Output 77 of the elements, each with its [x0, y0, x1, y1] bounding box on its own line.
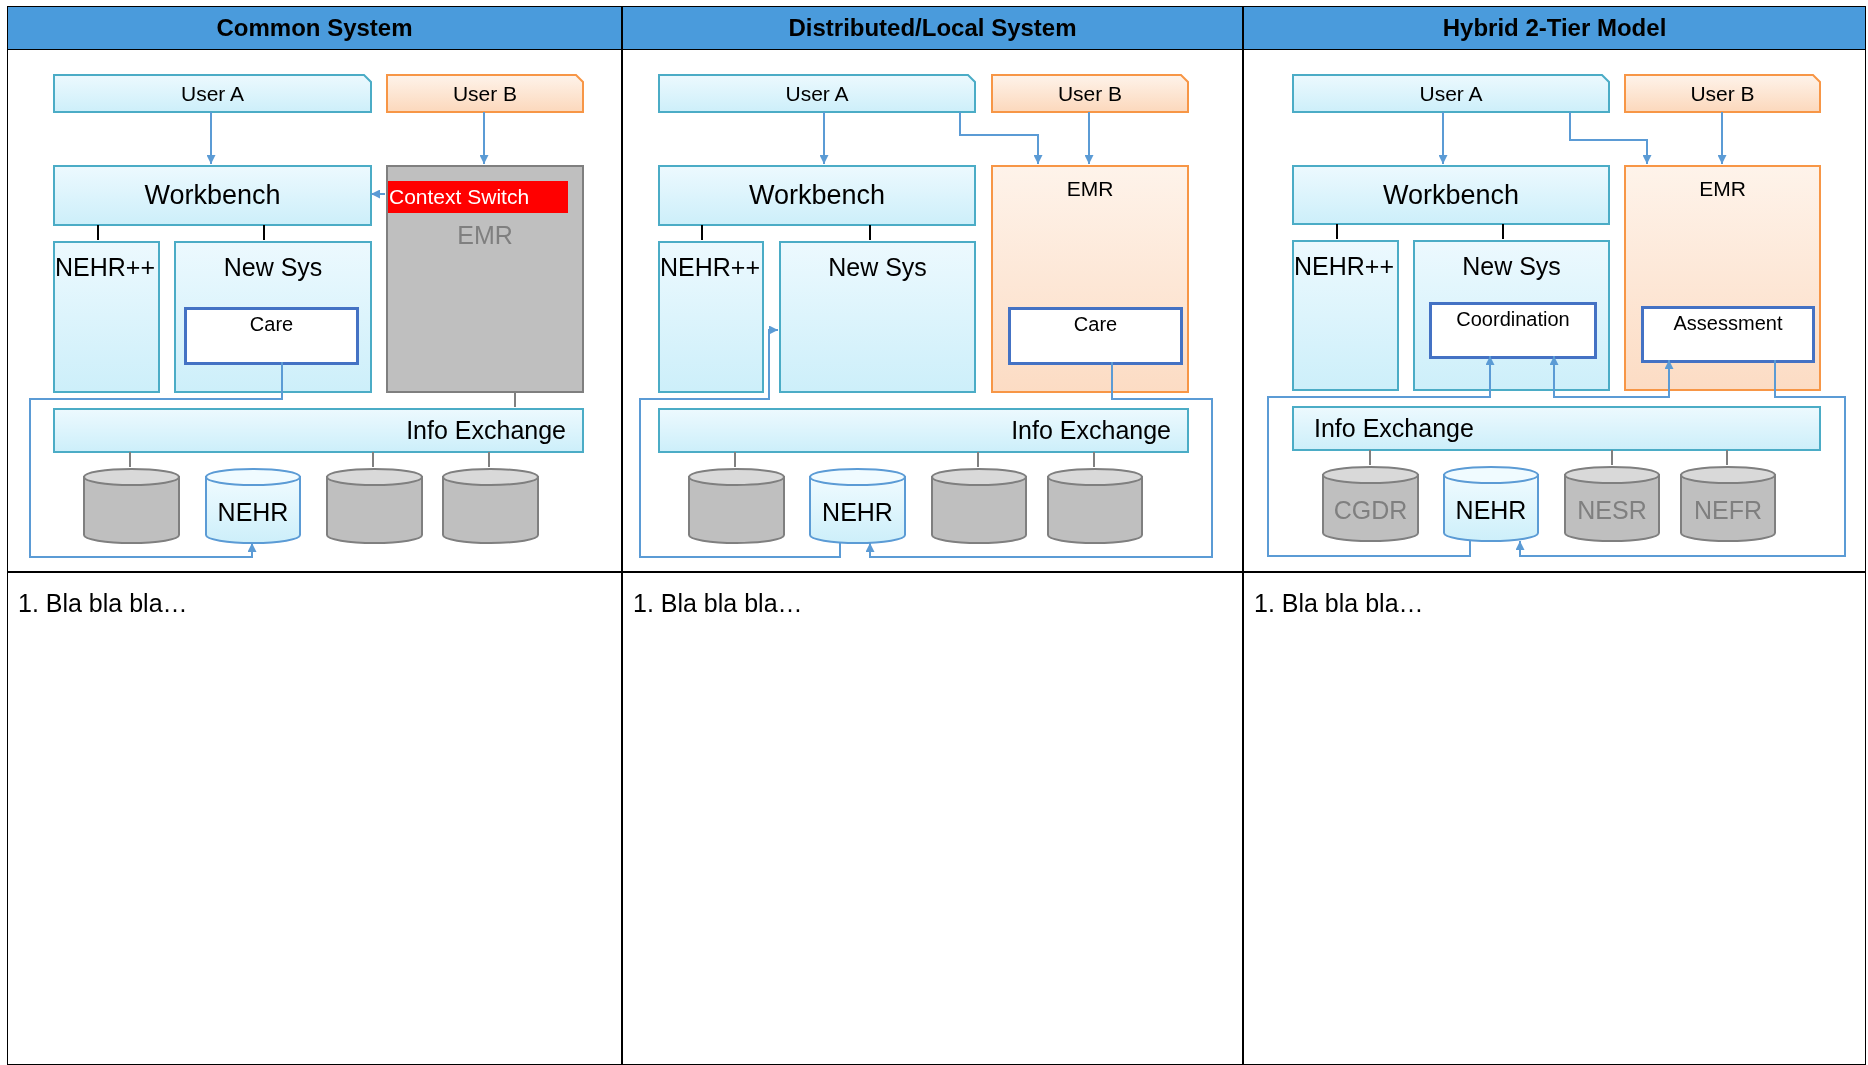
system-box — [174, 241, 372, 393]
box-title: EMR — [1066, 177, 1114, 201]
connector-line — [263, 224, 265, 241]
system-box: NEHR++ — [1292, 240, 1399, 391]
arrow — [1438, 111, 1448, 165]
database-cylinder — [688, 468, 785, 544]
system-box: New Sys — [779, 241, 976, 393]
connector-line — [1726, 449, 1728, 466]
workbench-box: Workbench — [53, 165, 372, 226]
connector-line — [372, 451, 374, 468]
system-box: NEHR++ — [53, 241, 160, 393]
system-box — [1413, 240, 1610, 391]
workbench-box: Workbench — [1292, 165, 1610, 225]
system-box — [386, 165, 584, 393]
database-cylinder — [326, 468, 423, 544]
column-header: Hybrid 2-Tier Model — [1244, 7, 1865, 50]
workbench-box: Workbench — [658, 165, 976, 226]
arrow — [1267, 355, 1495, 557]
module-box: Care — [1008, 307, 1183, 365]
connector-line — [734, 451, 736, 468]
arrow — [370, 189, 386, 199]
module-box: Coordination — [1429, 302, 1597, 359]
database-cylinder — [931, 468, 1027, 544]
arrow — [1717, 111, 1727, 165]
arrow — [1084, 111, 1094, 165]
module-box: Care — [184, 307, 359, 365]
connector-line — [129, 451, 131, 468]
notes-cell: 1. Bla bla bla… — [622, 572, 1243, 1065]
database-cylinder — [442, 468, 539, 544]
arrow — [819, 111, 829, 165]
diagram-panel — [1243, 6, 1866, 572]
box-title: EMR — [1699, 177, 1746, 201]
exchange-bar: Info Exchange — [658, 408, 1189, 453]
connector-line — [97, 224, 99, 241]
arrow — [479, 111, 489, 165]
column-header: Common System — [8, 7, 621, 50]
connector-line — [869, 224, 871, 241]
arrow — [959, 111, 1043, 165]
database-cylinder — [83, 468, 180, 544]
diagram-panel — [622, 6, 1243, 572]
arrow — [639, 325, 841, 558]
column-header: Distributed/Local System — [623, 7, 1242, 50]
arrow — [865, 361, 1213, 558]
box-title: EMR — [457, 221, 513, 250]
diagram-panel — [7, 6, 622, 572]
user-tab: User B — [991, 74, 1189, 113]
user-tab: User A — [1292, 74, 1610, 113]
system-box — [991, 165, 1189, 393]
connector-line — [1093, 451, 1095, 468]
box-title: New Sys — [1462, 252, 1561, 281]
connector-line — [1336, 223, 1338, 240]
system-box — [1624, 165, 1821, 391]
connector-line — [977, 451, 979, 468]
arrow — [29, 361, 283, 558]
context-switch-tag: Context Switch — [388, 181, 568, 213]
connector-line — [1502, 223, 1504, 240]
user-tab: User A — [53, 74, 372, 113]
notes-cell: 1. Bla bla bla… — [7, 572, 622, 1065]
connector-line — [488, 451, 490, 468]
arrow — [1515, 359, 1846, 557]
system-box: NEHR++ — [658, 241, 764, 393]
exchange-bar: Info Exchange — [53, 408, 584, 453]
connector-line — [514, 391, 516, 408]
user-tab: User B — [1624, 74, 1821, 113]
user-tab: User B — [386, 74, 584, 113]
arrow — [1549, 355, 1674, 398]
exchange-bar: Info Exchange — [1292, 406, 1821, 451]
user-tab: User A — [658, 74, 976, 113]
database-cylinder — [1047, 468, 1143, 544]
arrow — [206, 111, 216, 165]
connector-line — [701, 224, 703, 241]
connector-line — [1369, 449, 1371, 466]
box-title: New Sys — [223, 253, 323, 282]
notes-cell: 1. Bla bla bla… — [1243, 572, 1866, 1065]
module-box: Assessment — [1641, 306, 1815, 363]
arrow — [1569, 111, 1652, 165]
connector-line — [1611, 449, 1613, 466]
